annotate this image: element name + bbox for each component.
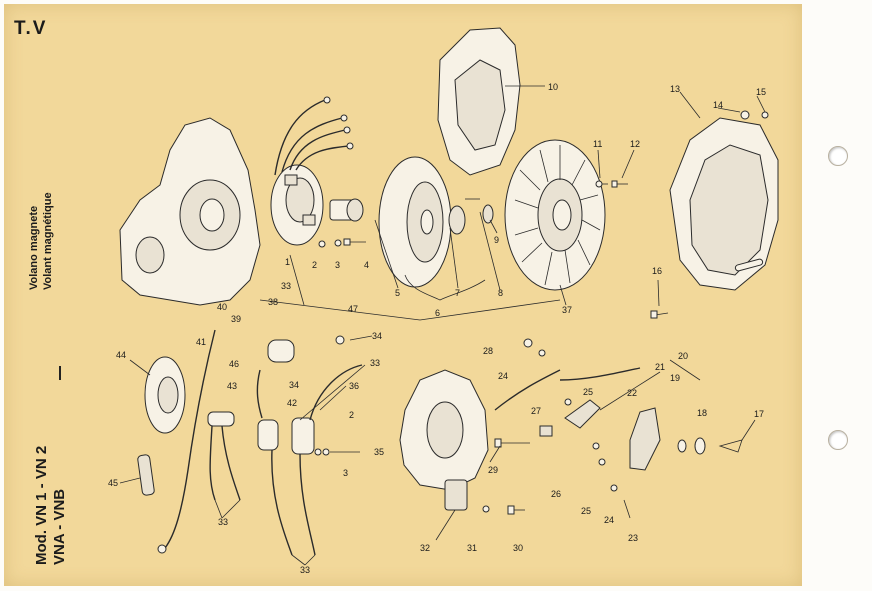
callout-30: 30 [513, 543, 523, 553]
callout-25: 25 [583, 387, 593, 397]
callout-39: 39 [231, 314, 241, 324]
callout-2-b: 2 [349, 410, 354, 420]
binder-hole-top [828, 146, 848, 166]
callout-47: 47 [348, 304, 358, 314]
callout-1: 1 [285, 257, 290, 267]
callout-22: 22 [627, 388, 637, 398]
callout-26: 26 [551, 489, 561, 499]
stator-drawing [270, 96, 354, 246]
cover-drawing [595, 110, 779, 319]
callout-4: 4 [364, 260, 369, 270]
callout-10: 10 [548, 82, 558, 92]
callout-33-d: 33 [300, 565, 310, 575]
callout-36: 36 [349, 381, 359, 391]
leader-lines [119, 85, 766, 566]
binder-hole-bottom [828, 430, 848, 450]
callout-46: 46 [229, 359, 239, 369]
callout-12: 12 [630, 139, 640, 149]
ignition-parts-drawing [137, 329, 363, 556]
callout-31: 31 [467, 543, 477, 553]
callout-17: 17 [754, 409, 764, 419]
callout-18: 18 [697, 408, 707, 418]
callout-21: 21 [655, 362, 665, 372]
flywheel-drawing [378, 156, 494, 288]
callout-34-b: 34 [289, 380, 299, 390]
callout-6: 6 [435, 308, 440, 318]
hub-and-fasteners-drawing [318, 198, 366, 248]
callout-24: 24 [498, 371, 508, 381]
callout-37: 37 [562, 305, 572, 315]
cooling-fan-drawing [504, 139, 606, 291]
callout-33-b: 33 [370, 358, 380, 368]
callout-16: 16 [652, 266, 662, 276]
callout-8: 8 [498, 288, 503, 298]
parts-plate [4, 4, 802, 586]
callout-33: 33 [281, 281, 291, 291]
callout-28: 28 [483, 346, 493, 356]
title-separator [59, 366, 61, 380]
crankcase-drawing [119, 117, 261, 306]
callout-5: 5 [395, 288, 400, 298]
callout-19: 19 [670, 373, 680, 383]
callout-15: 15 [756, 87, 766, 97]
shroud-drawing [437, 27, 521, 176]
callout-numbers: 1 2 3 4 5 6 7 8 9 10 11 12 13 14 15 16 1… [108, 82, 766, 575]
callout-20: 20 [678, 351, 688, 361]
callout-23: 23 [628, 533, 638, 543]
callout-25-b: 25 [581, 506, 591, 516]
callout-27: 27 [531, 406, 541, 416]
callout-44: 44 [116, 350, 126, 360]
callout-40: 40 [217, 302, 227, 312]
callout-3: 3 [335, 260, 340, 270]
callout-24-b: 24 [604, 515, 614, 525]
callout-13: 13 [670, 84, 680, 94]
breaker-plate-drawing [399, 338, 743, 519]
callout-32: 32 [420, 543, 430, 553]
callout-33-c: 33 [218, 517, 228, 527]
callout-43: 43 [227, 381, 237, 391]
callout-41: 41 [196, 337, 206, 347]
callout-38: 38 [268, 297, 278, 307]
callout-11: 11 [593, 139, 602, 149]
callout-3-b: 3 [343, 468, 348, 478]
callout-2: 2 [312, 260, 317, 270]
callout-29: 29 [488, 465, 498, 475]
callout-34: 34 [372, 331, 382, 341]
callout-35: 35 [374, 447, 384, 457]
callout-14: 14 [713, 100, 723, 110]
callout-9: 9 [494, 235, 499, 245]
plate-label: T.V [14, 18, 48, 39]
callout-45: 45 [108, 478, 118, 488]
callout-42: 42 [287, 398, 297, 408]
callout-7: 7 [455, 288, 460, 298]
